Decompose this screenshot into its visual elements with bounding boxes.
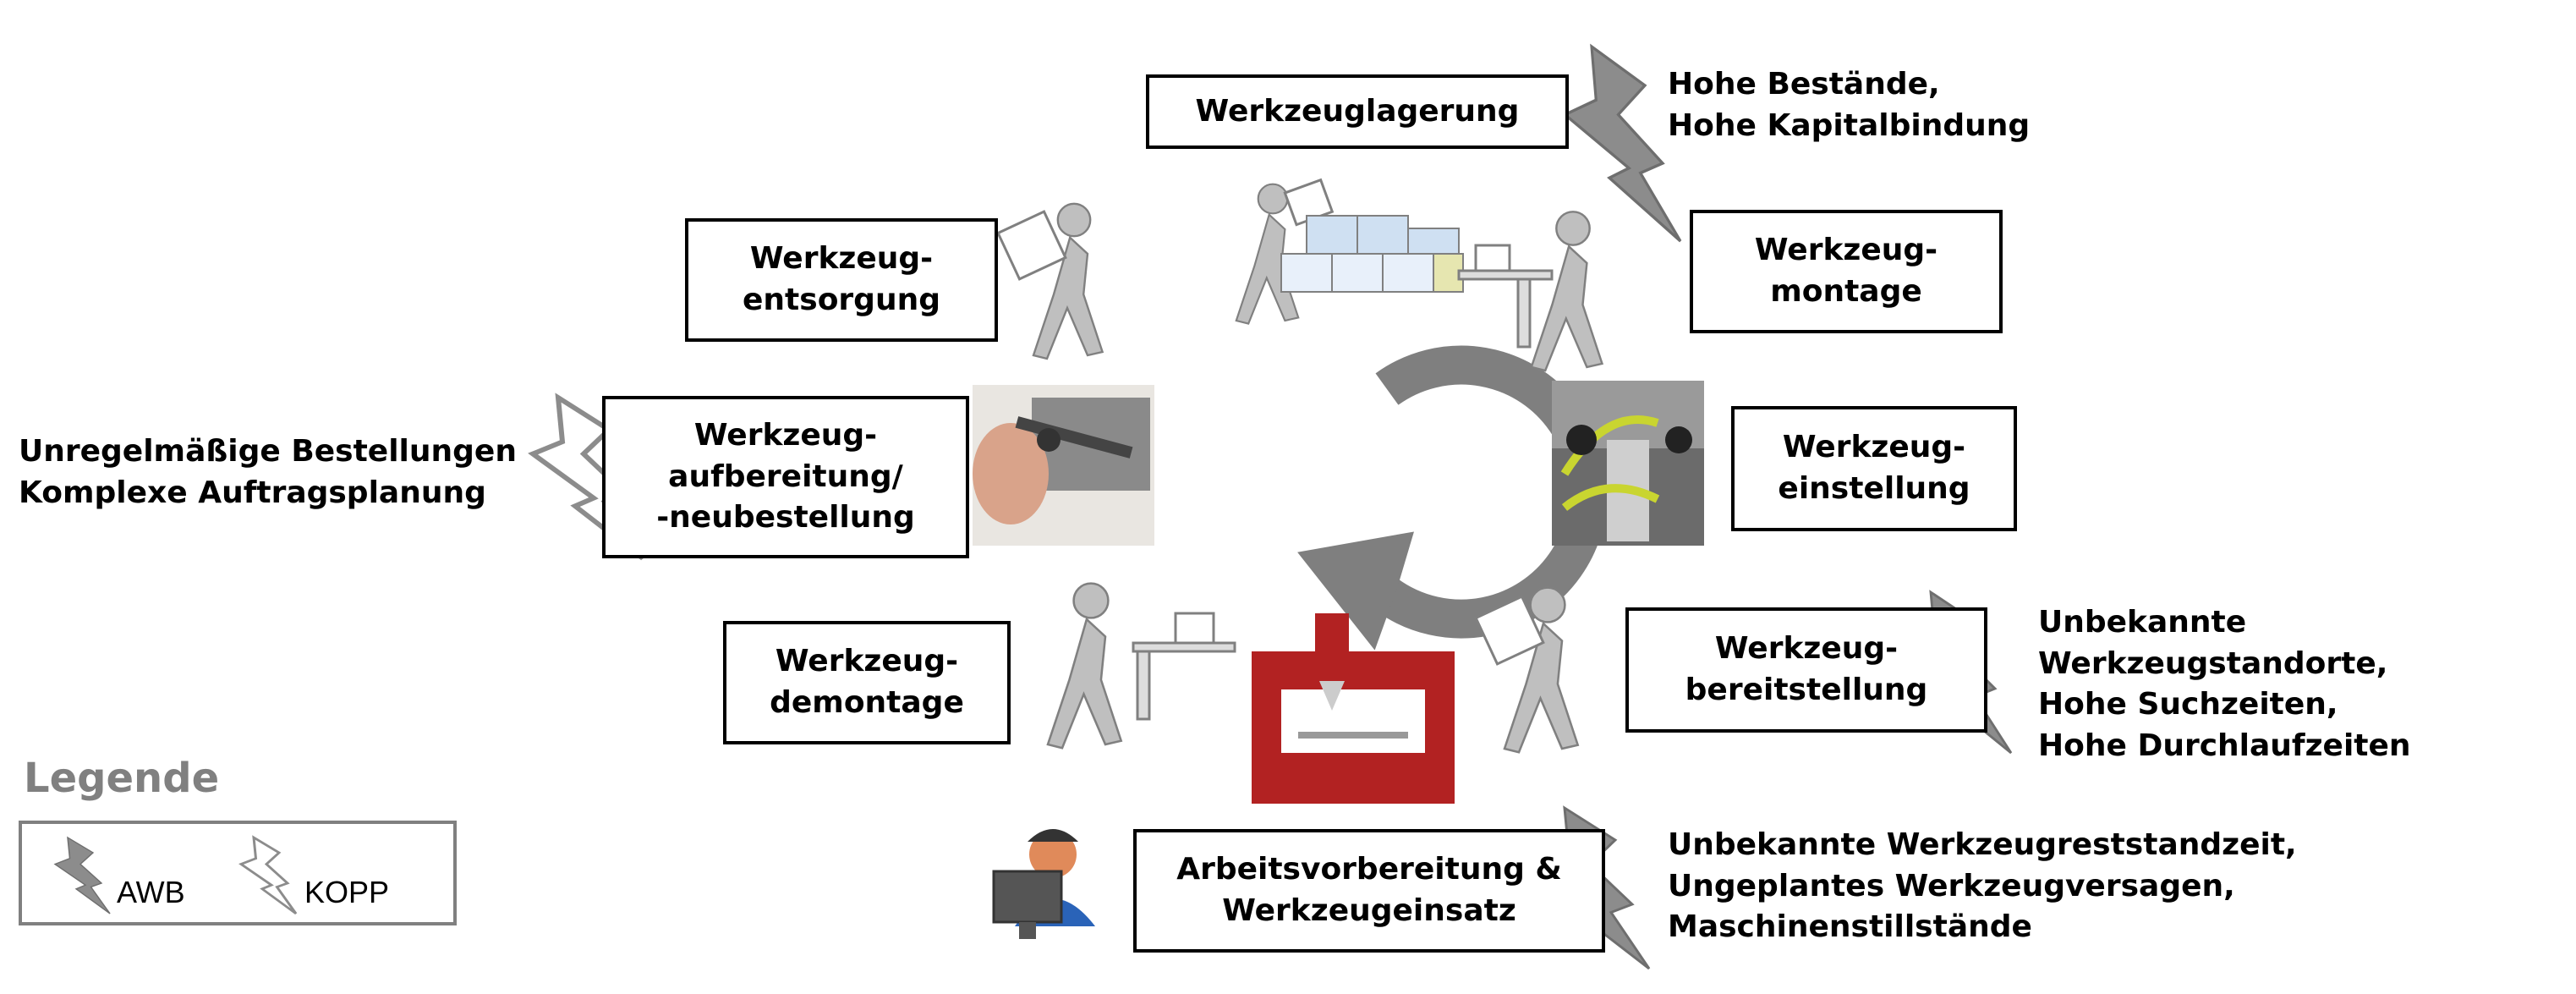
person-carrying-box-icon <box>1474 586 1579 754</box>
person-at-bench-icon <box>1457 211 1603 372</box>
legend-title: Legende <box>24 755 220 802</box>
step-box-werkzeugaufbereitung: Werkzeug- aufbereitung/ -neubestellung <box>602 396 969 558</box>
person-carrying-box-icon <box>996 202 1104 360</box>
tool-setting-photo <box>1552 381 1704 546</box>
issue-text-einsatz: Unbekannte Werkzeugreststandzeit, Ungepl… <box>1668 827 2297 945</box>
legend-box <box>19 821 457 925</box>
step-box-werkzeugbereitstellung: Werkzeug- bereitstellung <box>1625 607 1987 733</box>
step-label: Arbeitsvorbereitung & Werkzeugeinsatz <box>1176 852 1562 928</box>
issue-text-lagerung: Hohe Bestände, Hohe Kapitalbindung <box>1668 67 2031 143</box>
step-label: Werkzeug- demontage <box>770 644 964 720</box>
step-label: Werkzeug- entsorgung <box>743 241 940 317</box>
step-label: Werkzeug- aufbereitung/ -neubestellung <box>656 418 915 535</box>
step-box-werkzeugmontage: Werkzeug- montage <box>1690 210 2003 333</box>
milling-machine-icon <box>1252 613 1455 804</box>
step-box-werkzeugdemontage: Werkzeug- demontage <box>723 621 1011 744</box>
lightning-bolt-icon <box>1563 45 1682 243</box>
step-label: Werkzeug- montage <box>1754 233 1938 309</box>
step-box-arbeitsvorbereitung: Arbeitsvorbereitung & Werkzeugeinsatz <box>1133 829 1605 953</box>
step-box-werkzeugentsorgung: Werkzeug- entsorgung <box>685 218 998 342</box>
legend-label-kopp: KOPP <box>304 875 390 909</box>
worker-at-computer-icon <box>992 829 1095 939</box>
step-label: Werkzeuglagerung <box>1195 93 1520 129</box>
stacked-boxes-icon <box>1280 215 1464 293</box>
step-box-werkzeuglagerung: Werkzeuglagerung <box>1146 74 1569 149</box>
person-at-bench-icon <box>1046 582 1236 750</box>
step-label: Werkzeug- einstellung <box>1778 430 1970 506</box>
issue-text-bereitstellung: Unbekannte Werkzeugstandorte, Hohe Suchz… <box>2038 605 2411 763</box>
legend-label-awb: AWB <box>117 875 185 909</box>
issue-text-aufbereitung: Unregelmäßige Bestellungen Komplexe Auft… <box>19 434 517 510</box>
tool-processing-photo <box>973 385 1154 546</box>
step-label: Werkzeug- bereitstellung <box>1685 631 1928 707</box>
step-box-werkzeugeinstellung: Werkzeug- einstellung <box>1731 406 2017 531</box>
